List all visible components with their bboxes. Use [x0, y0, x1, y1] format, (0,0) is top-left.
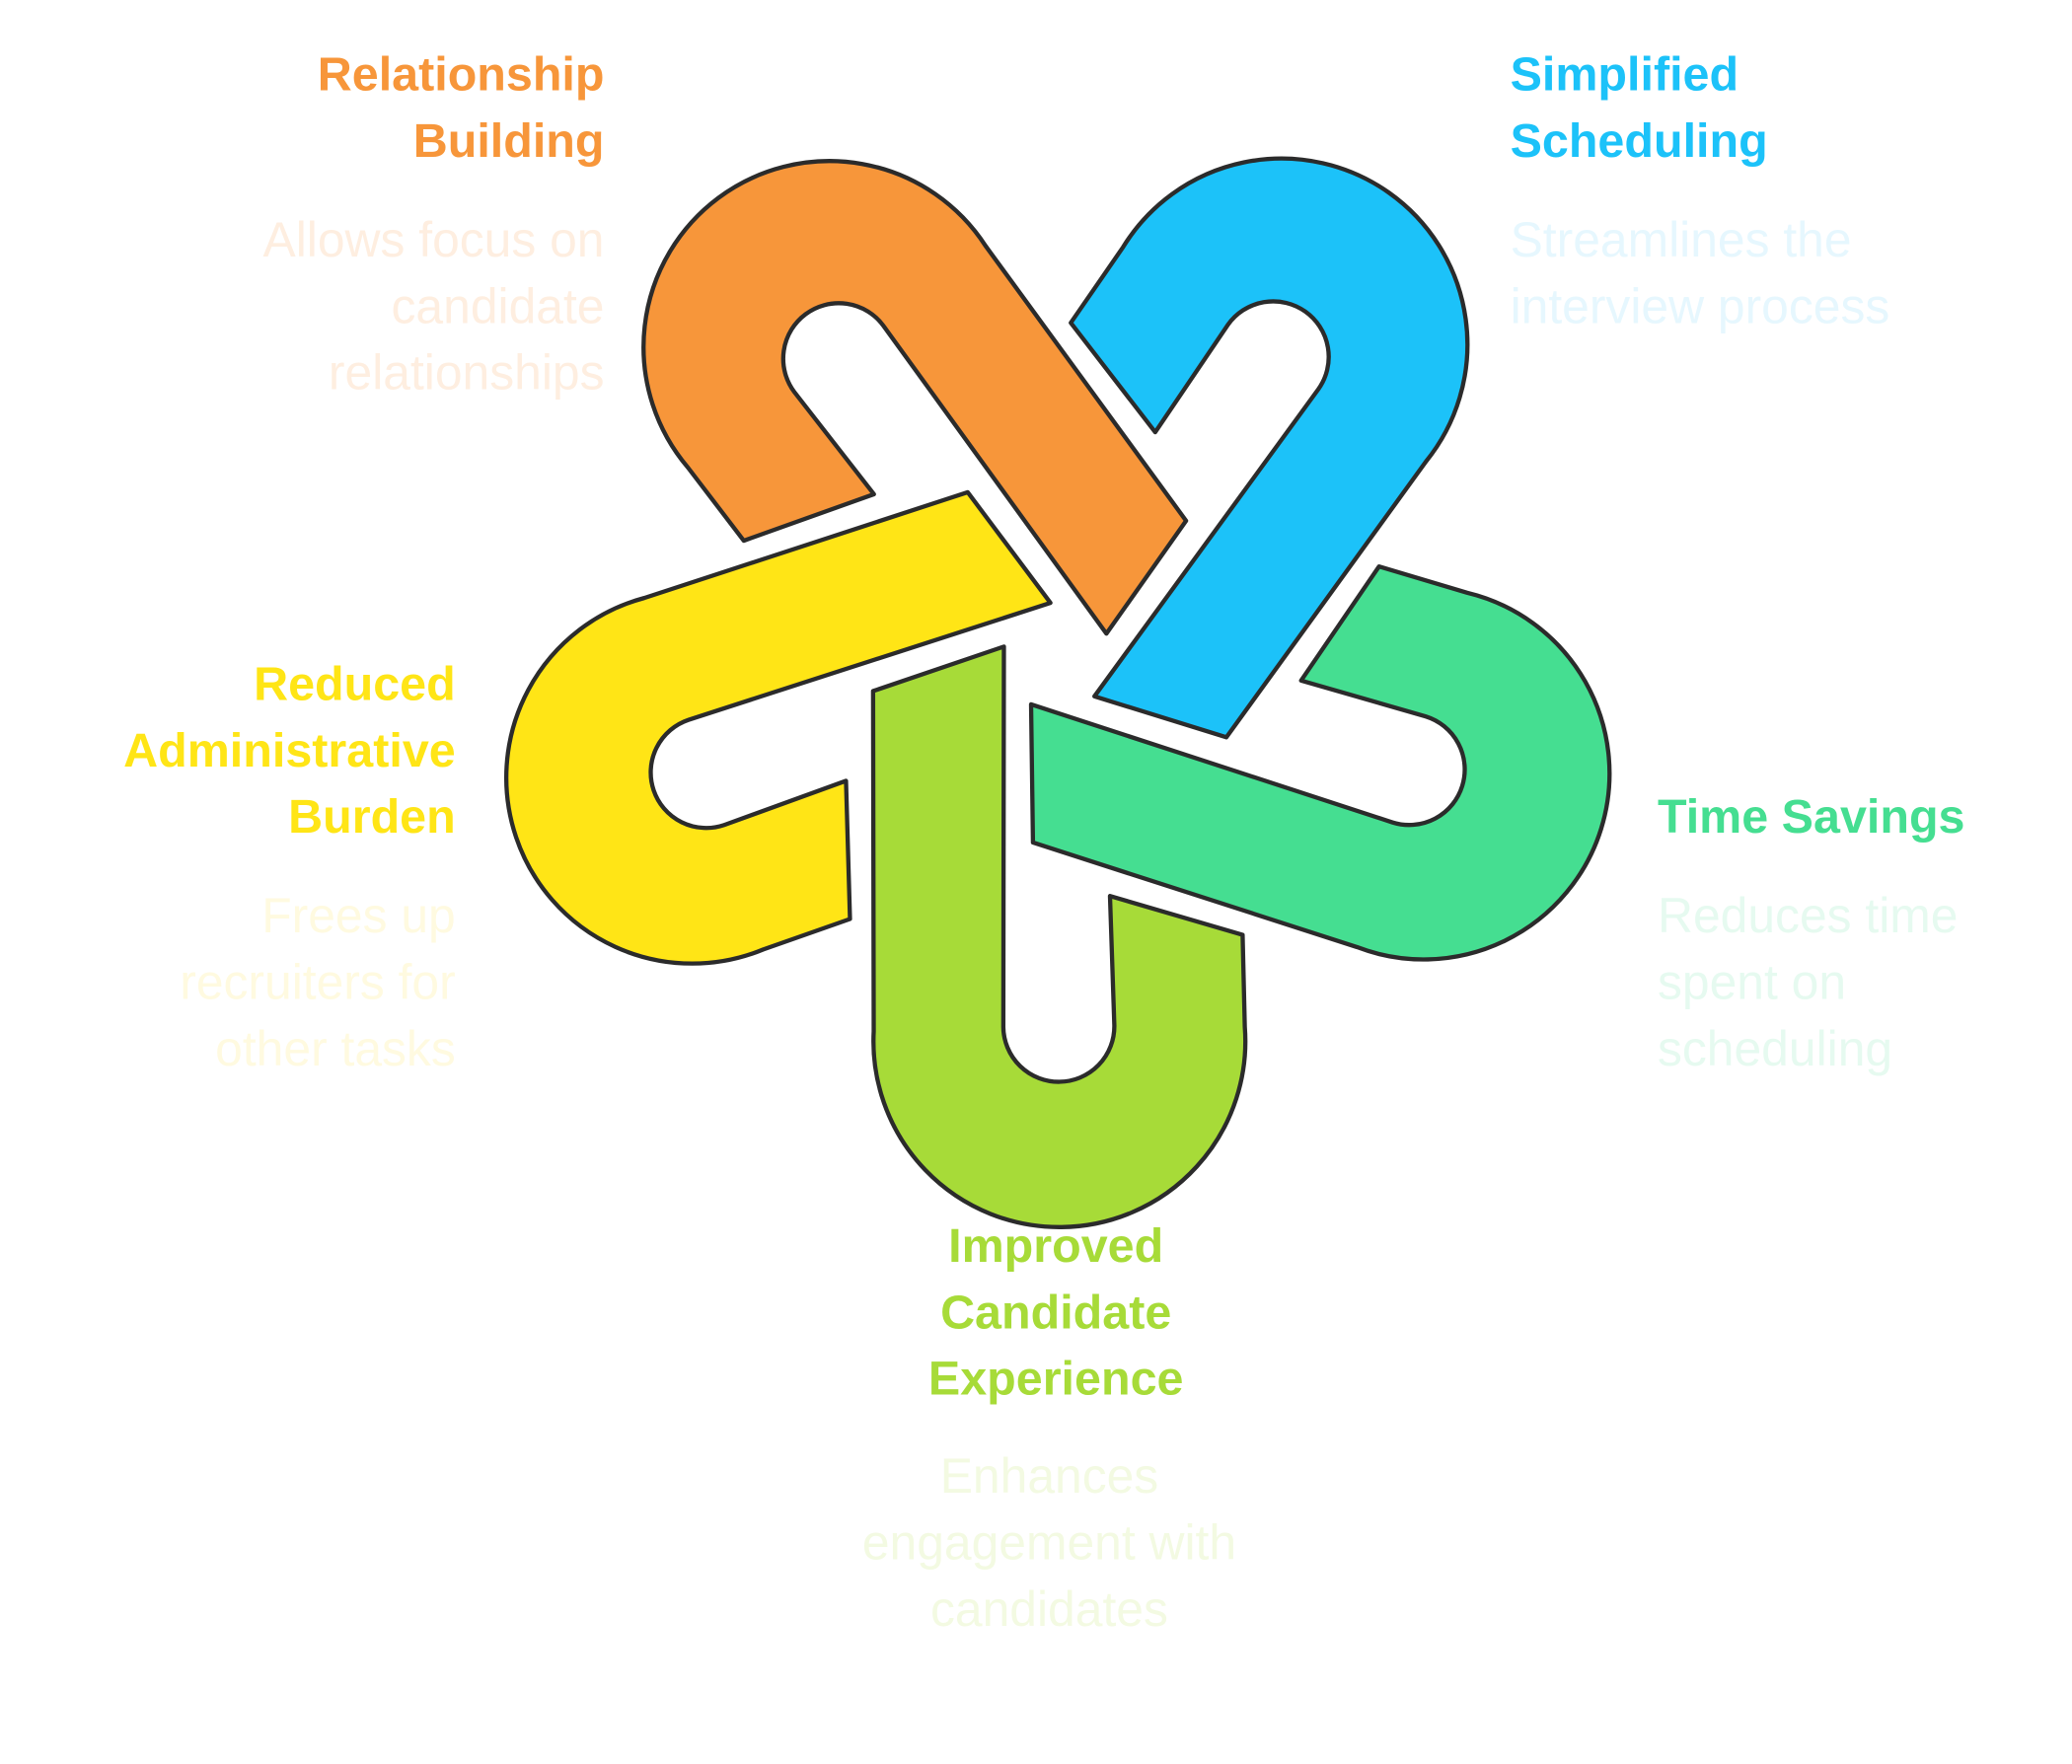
item-title: Improved [948, 1219, 1163, 1273]
item-relationship-building: Relationship Building Allows focus on ca… [263, 48, 605, 401]
item-title: Experience [928, 1353, 1184, 1406]
item-title: Administrative [123, 724, 456, 777]
item-description: Enhances [940, 1448, 1158, 1504]
item-description: Streamlines the [1511, 212, 1852, 267]
item-reduced-administrative-burden: Reduced Administrative Burden Frees up r… [123, 658, 456, 1076]
item-title: Simplified [1511, 48, 1739, 102]
item-description: scheduling [1658, 1021, 1892, 1076]
hook-shape-relationship-building [641, 159, 1189, 636]
item-description: Reduces time [1658, 888, 1958, 943]
item-title: Building [413, 114, 605, 168]
item-title: Candidate [940, 1286, 1171, 1339]
item-time-savings: Time Savings Reduces time spent on sched… [1658, 790, 1965, 1076]
item-description: relationships [329, 345, 605, 401]
item-description: Allows focus on [263, 212, 605, 267]
hook-shape-simplified-scheduling [1069, 156, 1470, 740]
item-title: Reduced [254, 658, 456, 711]
item-description: candidate [392, 278, 605, 333]
item-description: spent on [1658, 954, 1846, 1009]
item-description: engagement with [862, 1515, 1236, 1571]
item-description: recruiters for [180, 954, 455, 1009]
item-description: interview process [1511, 278, 1890, 333]
item-title: Burden [288, 790, 456, 844]
item-description: candidates [930, 1581, 1168, 1637]
item-simplified-scheduling: Simplified Scheduling Streamlines the in… [1511, 48, 1890, 334]
item-description: other tasks [215, 1021, 456, 1076]
hook-shape-time-savings [1028, 563, 1612, 962]
item-title: Relationship [318, 48, 605, 102]
item-title: Scheduling [1511, 114, 1768, 168]
item-description: Frees up [261, 888, 456, 943]
hook-shape-improved-candidate-experience [870, 644, 1248, 1229]
item-improved-candidate-experience: Improved Candidate Experience Enhances e… [862, 1219, 1236, 1637]
item-title: Time Savings [1658, 790, 1965, 844]
hook-shape-reduced-administrative-burden [504, 489, 1053, 966]
